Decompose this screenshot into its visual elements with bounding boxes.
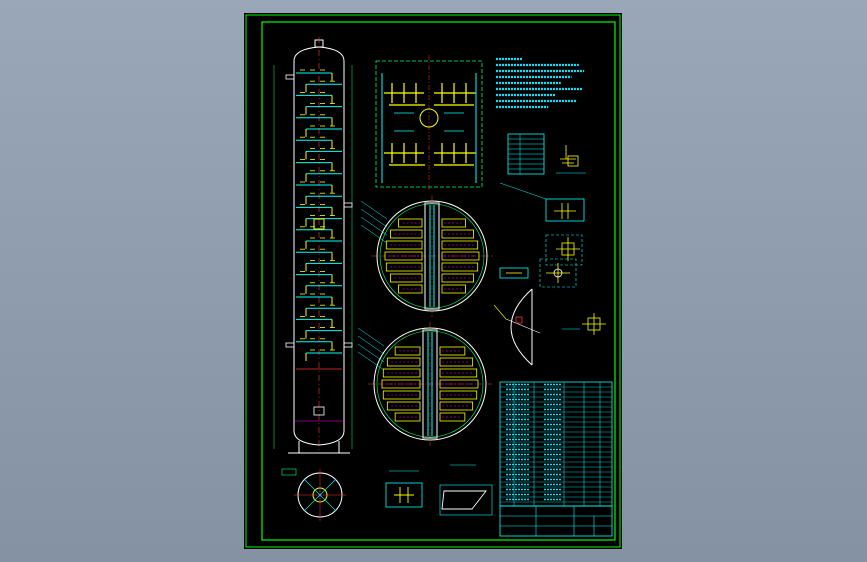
tray-plan-upper bbox=[360, 195, 493, 317]
sheet-inner-border bbox=[261, 21, 616, 541]
tower-nozzle-bottom bbox=[313, 406, 325, 416]
tower-nozzle-side-2 bbox=[343, 202, 353, 208]
detail-e bbox=[539, 258, 577, 288]
detail-a bbox=[556, 145, 586, 174]
tower-assembly-drawing bbox=[245, 14, 621, 548]
title-block bbox=[499, 505, 613, 537]
technical-notes bbox=[496, 57, 585, 109]
tray-plan-views bbox=[357, 195, 493, 446]
head-sector-view bbox=[493, 288, 541, 366]
detail-f bbox=[562, 313, 606, 335]
tower-trays-group bbox=[296, 69, 342, 361]
support-lug-detail bbox=[385, 470, 423, 508]
parts-list-table bbox=[499, 381, 613, 507]
detail-d bbox=[499, 267, 529, 279]
drawing-sheet bbox=[244, 13, 622, 549]
section-bubble-caps-lower bbox=[384, 143, 476, 166]
tower-nozzle-side-3 bbox=[285, 342, 295, 348]
section-bubble-caps-upper bbox=[384, 83, 476, 106]
sheet-outer-border bbox=[245, 14, 621, 548]
weir-plate-detail bbox=[439, 464, 493, 516]
tower-nozzle-side-4 bbox=[343, 342, 353, 348]
section-center-pipe bbox=[419, 108, 439, 128]
tower-nozzle-manway-1 bbox=[313, 218, 325, 230]
tray-plan-lower bbox=[357, 322, 492, 446]
nozzle-orientation-view bbox=[281, 468, 346, 521]
tower-bottom-head bbox=[293, 430, 345, 446]
tower-elevation-view bbox=[273, 37, 353, 454]
detail-views-right bbox=[493, 133, 606, 366]
detail-b bbox=[499, 182, 585, 222]
tower-nozzle-side-1 bbox=[285, 74, 295, 80]
detail-c bbox=[545, 234, 583, 266]
tray-section-detail bbox=[375, 55, 483, 191]
